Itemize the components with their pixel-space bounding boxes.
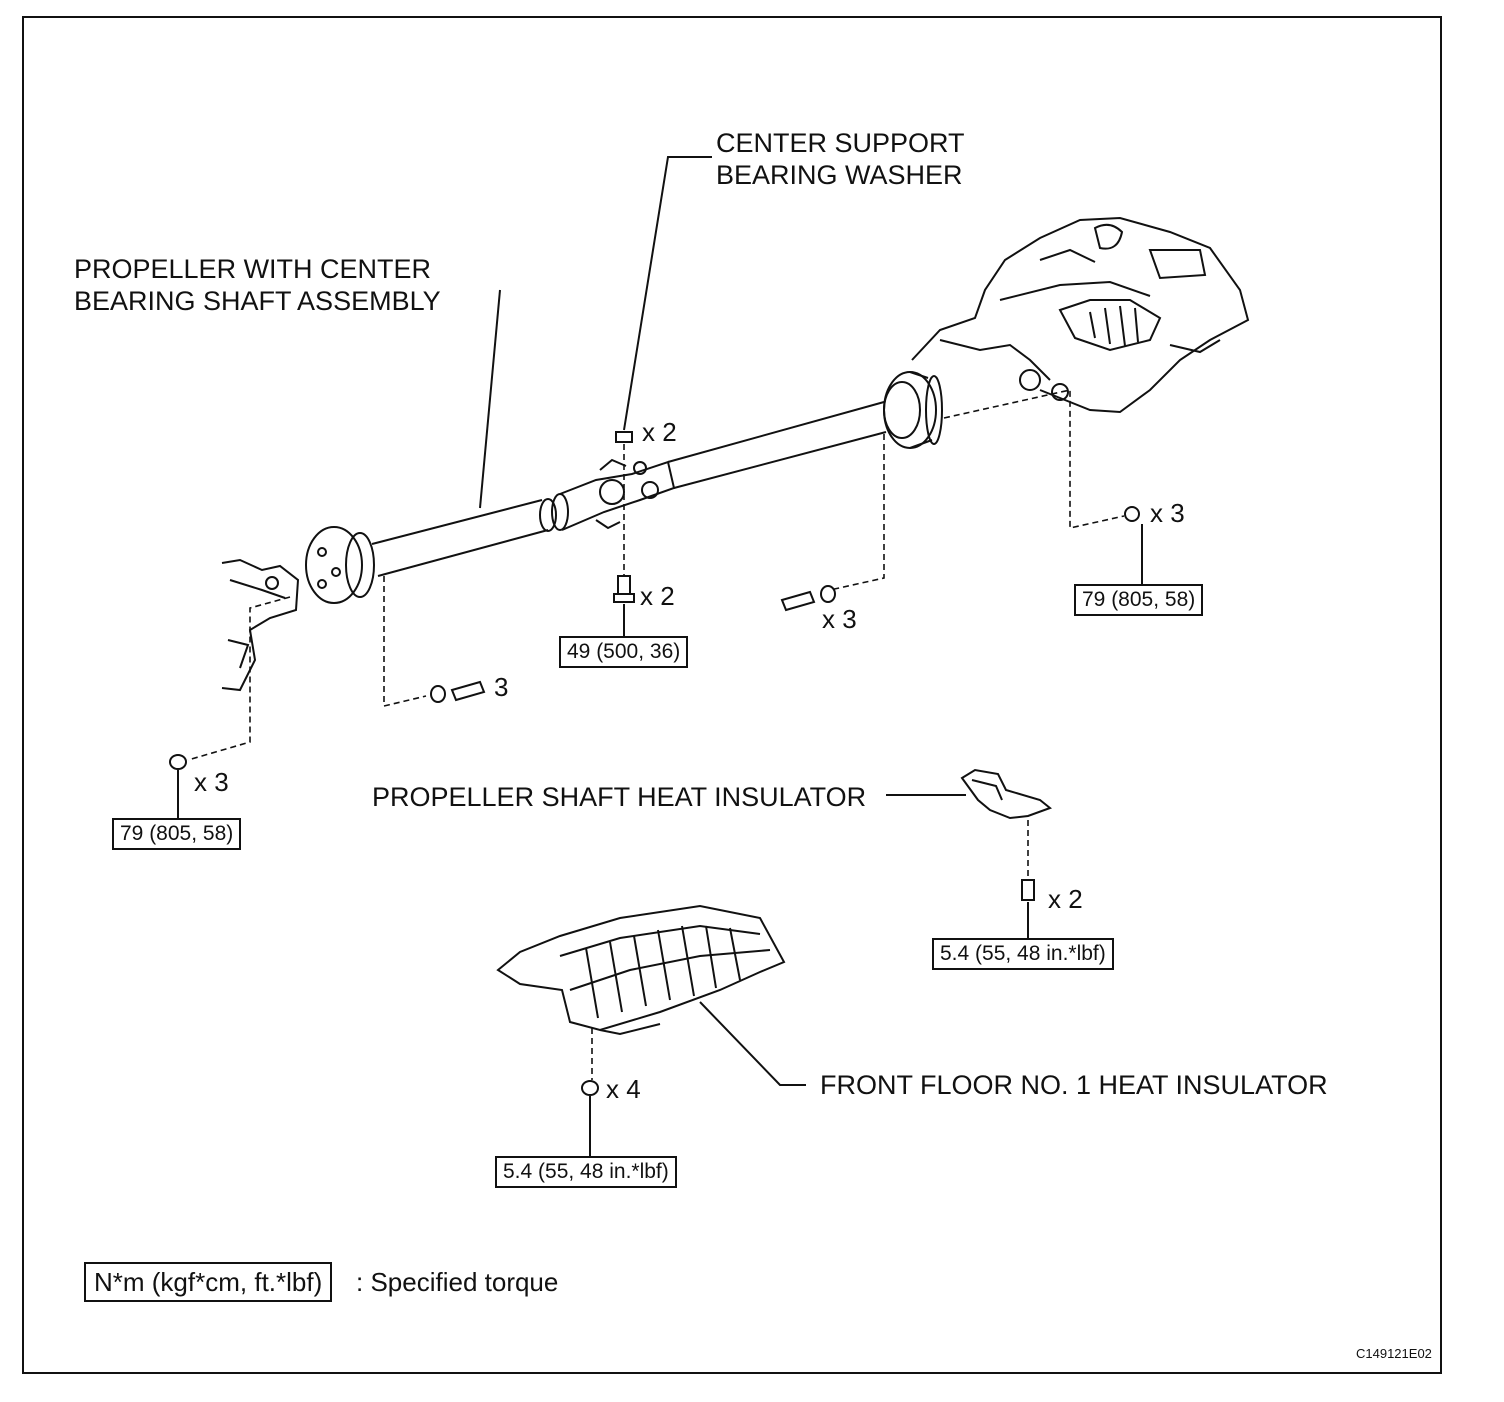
washer-leader bbox=[623, 156, 712, 431]
center-washer-qty: x 2 bbox=[642, 417, 677, 447]
torque-prop-insulator: 5.4 (55, 48 in.*lbf) bbox=[932, 938, 1114, 970]
propeller-shaft-heat-insulator-illustration bbox=[960, 768, 1053, 820]
nut-icon bbox=[1124, 506, 1140, 522]
floor-insulator-nut-qty: x 4 bbox=[606, 1074, 641, 1104]
front-floor-heat-insulator-illustration bbox=[496, 904, 786, 1036]
rear-nut-qty: x 3 bbox=[1150, 498, 1185, 528]
nut-icon bbox=[581, 1080, 599, 1096]
figure-code: C149121E02 bbox=[1356, 1346, 1432, 1361]
torque-floor-insulator: 5.4 (55, 48 in.*lbf) bbox=[495, 1156, 677, 1188]
nut-icon bbox=[169, 754, 187, 770]
front-floor-insulator-label: FRONT FLOOR NO. 1 HEAT INSULATOR bbox=[820, 1070, 1328, 1100]
front-bolt-qty: x 3 bbox=[822, 604, 857, 634]
assembly-leader bbox=[479, 289, 501, 509]
rear-bolt-qty: 3 bbox=[494, 672, 509, 702]
transmission-illustration bbox=[221, 558, 300, 692]
prop-insulator-bolt-qty: x 2 bbox=[1048, 884, 1083, 914]
center-support-washer-label: CENTER SUPPORT BEARING WASHER bbox=[716, 128, 965, 190]
front-flexible-coupling bbox=[305, 526, 375, 604]
propeller-shaft bbox=[371, 401, 887, 577]
washer-icon bbox=[820, 585, 836, 603]
bolt-icon bbox=[1021, 879, 1035, 901]
propeller-heat-insulator-label: PROPELLER SHAFT HEAT INSULATOR bbox=[372, 782, 867, 812]
figure-frame bbox=[22, 16, 1442, 1374]
legend-text: : Specified torque bbox=[356, 1267, 559, 1297]
torque-center: 49 (500, 36) bbox=[559, 636, 689, 668]
torque-rear: 79 (805, 58) bbox=[1074, 584, 1204, 616]
bolt-icon bbox=[450, 680, 486, 702]
front-nut-qty: x 3 bbox=[194, 767, 229, 797]
washer-icon bbox=[615, 431, 633, 443]
floor-insulator-leader bbox=[699, 1001, 806, 1086]
bolt-icon bbox=[780, 590, 816, 612]
legend-unit-box: N*m (kgf*cm, ft.*lbf) bbox=[84, 1262, 333, 1302]
propeller-assembly-label: PROPELLER WITH CENTER BEARING SHAFT ASSE… bbox=[74, 254, 441, 316]
differential-illustration bbox=[911, 216, 1250, 414]
washer-icon bbox=[430, 685, 446, 703]
torque-front: 79 (805, 58) bbox=[112, 818, 242, 850]
rear-flexible-coupling bbox=[883, 371, 943, 449]
center-bolt-qty: x 2 bbox=[640, 581, 675, 611]
